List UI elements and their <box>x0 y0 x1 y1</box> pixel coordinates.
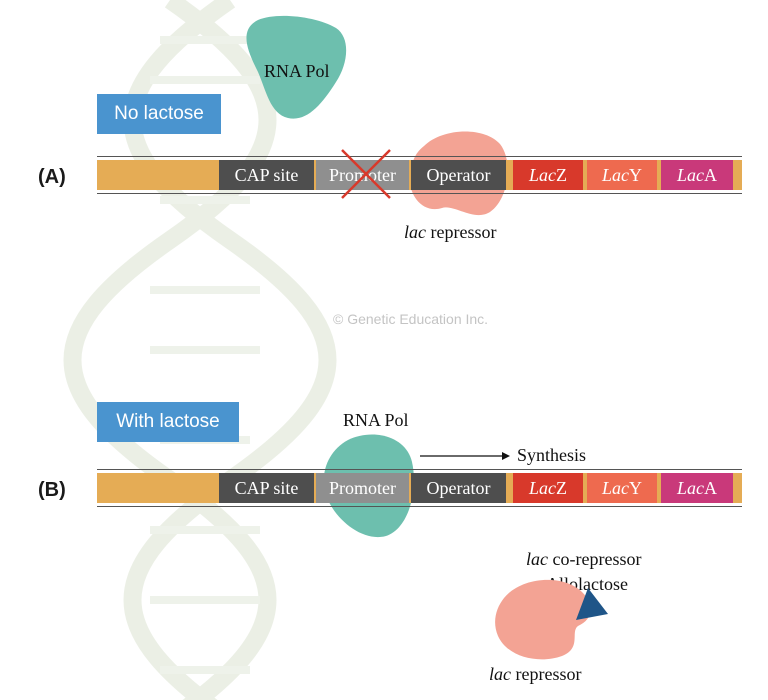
lac-repressor-free-shape <box>495 579 591 660</box>
lac-repressor-label-b: lac repressor <box>489 664 582 684</box>
panel-b-label: (B) <box>38 479 66 501</box>
lac-repressor-label: lac repressor <box>404 222 497 242</box>
panel-a-label: (A) <box>38 166 66 188</box>
with-lactose-label: With lactose <box>97 402 239 442</box>
watermark: © Genetic Education Inc. <box>333 311 489 327</box>
rna-polymerase-shape <box>246 15 347 119</box>
cap-site-segment: CAP site <box>219 473 314 503</box>
rna-pol-label: RNA Pol <box>264 61 330 81</box>
co-repressor-label: lac co-repressor <box>526 549 642 569</box>
cap-site-segment: CAP site <box>219 160 314 190</box>
blocked-cross-icon <box>341 149 391 199</box>
operator-segment: Operator <box>411 473 506 503</box>
rna-pol-label-b: RNA Pol <box>343 410 409 430</box>
no-lactose-label: No lactose <box>97 94 221 134</box>
promoter-segment: Promoter <box>316 160 409 190</box>
operator-segment: Operator <box>411 160 506 190</box>
synthesis-label: Synthesis <box>517 445 587 465</box>
synthesis-arrow-icon <box>420 452 510 460</box>
allolactose-icon <box>576 588 608 620</box>
promoter-segment: Promoter <box>316 473 409 503</box>
